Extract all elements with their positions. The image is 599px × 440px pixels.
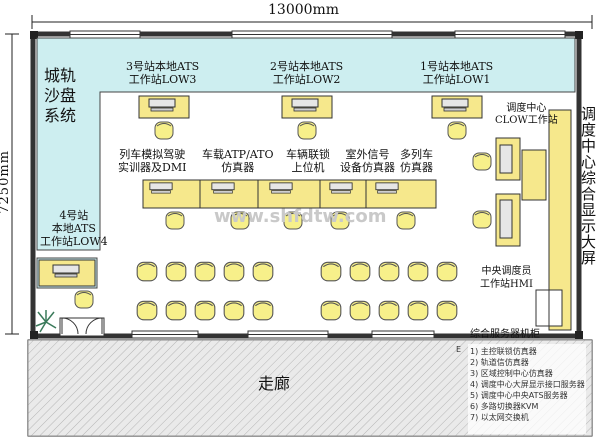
legend-item: 3) 区域控制中心仿真器: [470, 369, 553, 378]
entrance-door: [59, 317, 105, 337]
watermark: www.shfdtw.com: [214, 206, 387, 227]
multi-train-simulator-label: 多列车 仿真器: [400, 148, 433, 174]
sand-table-area: [36, 37, 576, 251]
interlock-label: 车辆联锁 上位机: [286, 148, 330, 174]
dispatch-clow-label: 调度中心 CLOW工作站: [495, 103, 558, 126]
station3-label: 3号站本地ATS 工作站LOW3: [126, 60, 200, 86]
dispatch-area: [472, 109, 572, 331]
top-desks: [138, 95, 483, 140]
sand-table-label: 城轨 沙盘 系统: [44, 66, 77, 125]
windows: [69, 30, 566, 339]
legend-marker: E: [456, 345, 462, 354]
legend-item: 6) 多路切换器KVM: [470, 402, 539, 411]
legend-item: 7) 以太网交换机: [470, 413, 529, 422]
dimension-lines: [5, 15, 593, 335]
corridor-label: 走廊: [258, 374, 291, 393]
station1-label: 1号站本地ATS 工作站LOW1: [420, 60, 494, 86]
legend-item: 5) 调度中心中央ATS服务器: [470, 391, 568, 400]
legend-box: [468, 344, 586, 434]
legend-item: 1) 主控联锁仿真器: [470, 347, 537, 356]
display-wall-label: 调度中心综合显示大屏: [579, 106, 597, 266]
legend-item: 4) 调度中心大屏显示接口服务器: [470, 380, 585, 389]
simulator-counter: [142, 179, 437, 230]
station2-label: 2号站本地ATS 工作站LOW2: [270, 60, 344, 86]
server-cabinet-label: 综合服务器机柜: [470, 329, 540, 340]
plant-icon: [35, 310, 57, 333]
height-dimension: 7250mm: [0, 150, 12, 214]
legend-item: 2) 轨道信仿真器: [470, 358, 529, 367]
signal-simulator-label: 室外信号 设备仿真器: [340, 148, 395, 174]
station4-desk: [38, 259, 96, 309]
station4-label: 4号站 本地ATS 工作站LOW4: [40, 209, 108, 248]
wall-posts: [30, 31, 583, 339]
width-dimension: 13000mm: [268, 2, 340, 18]
atp-ato-simulator-label: 车载ATP/ATO 仿真器: [202, 148, 274, 174]
driving-simulator-label: 列车模拟驾驶 实训器及DMI: [118, 148, 187, 174]
dispatch-hmi-label: 中央调度员 工作站HMI: [480, 266, 533, 290]
equipment-legend: E 1) 主控联锁仿真器 2) 轨道信仿真器 3) 区域控制中心仿真器 4) 调…: [456, 345, 585, 423]
